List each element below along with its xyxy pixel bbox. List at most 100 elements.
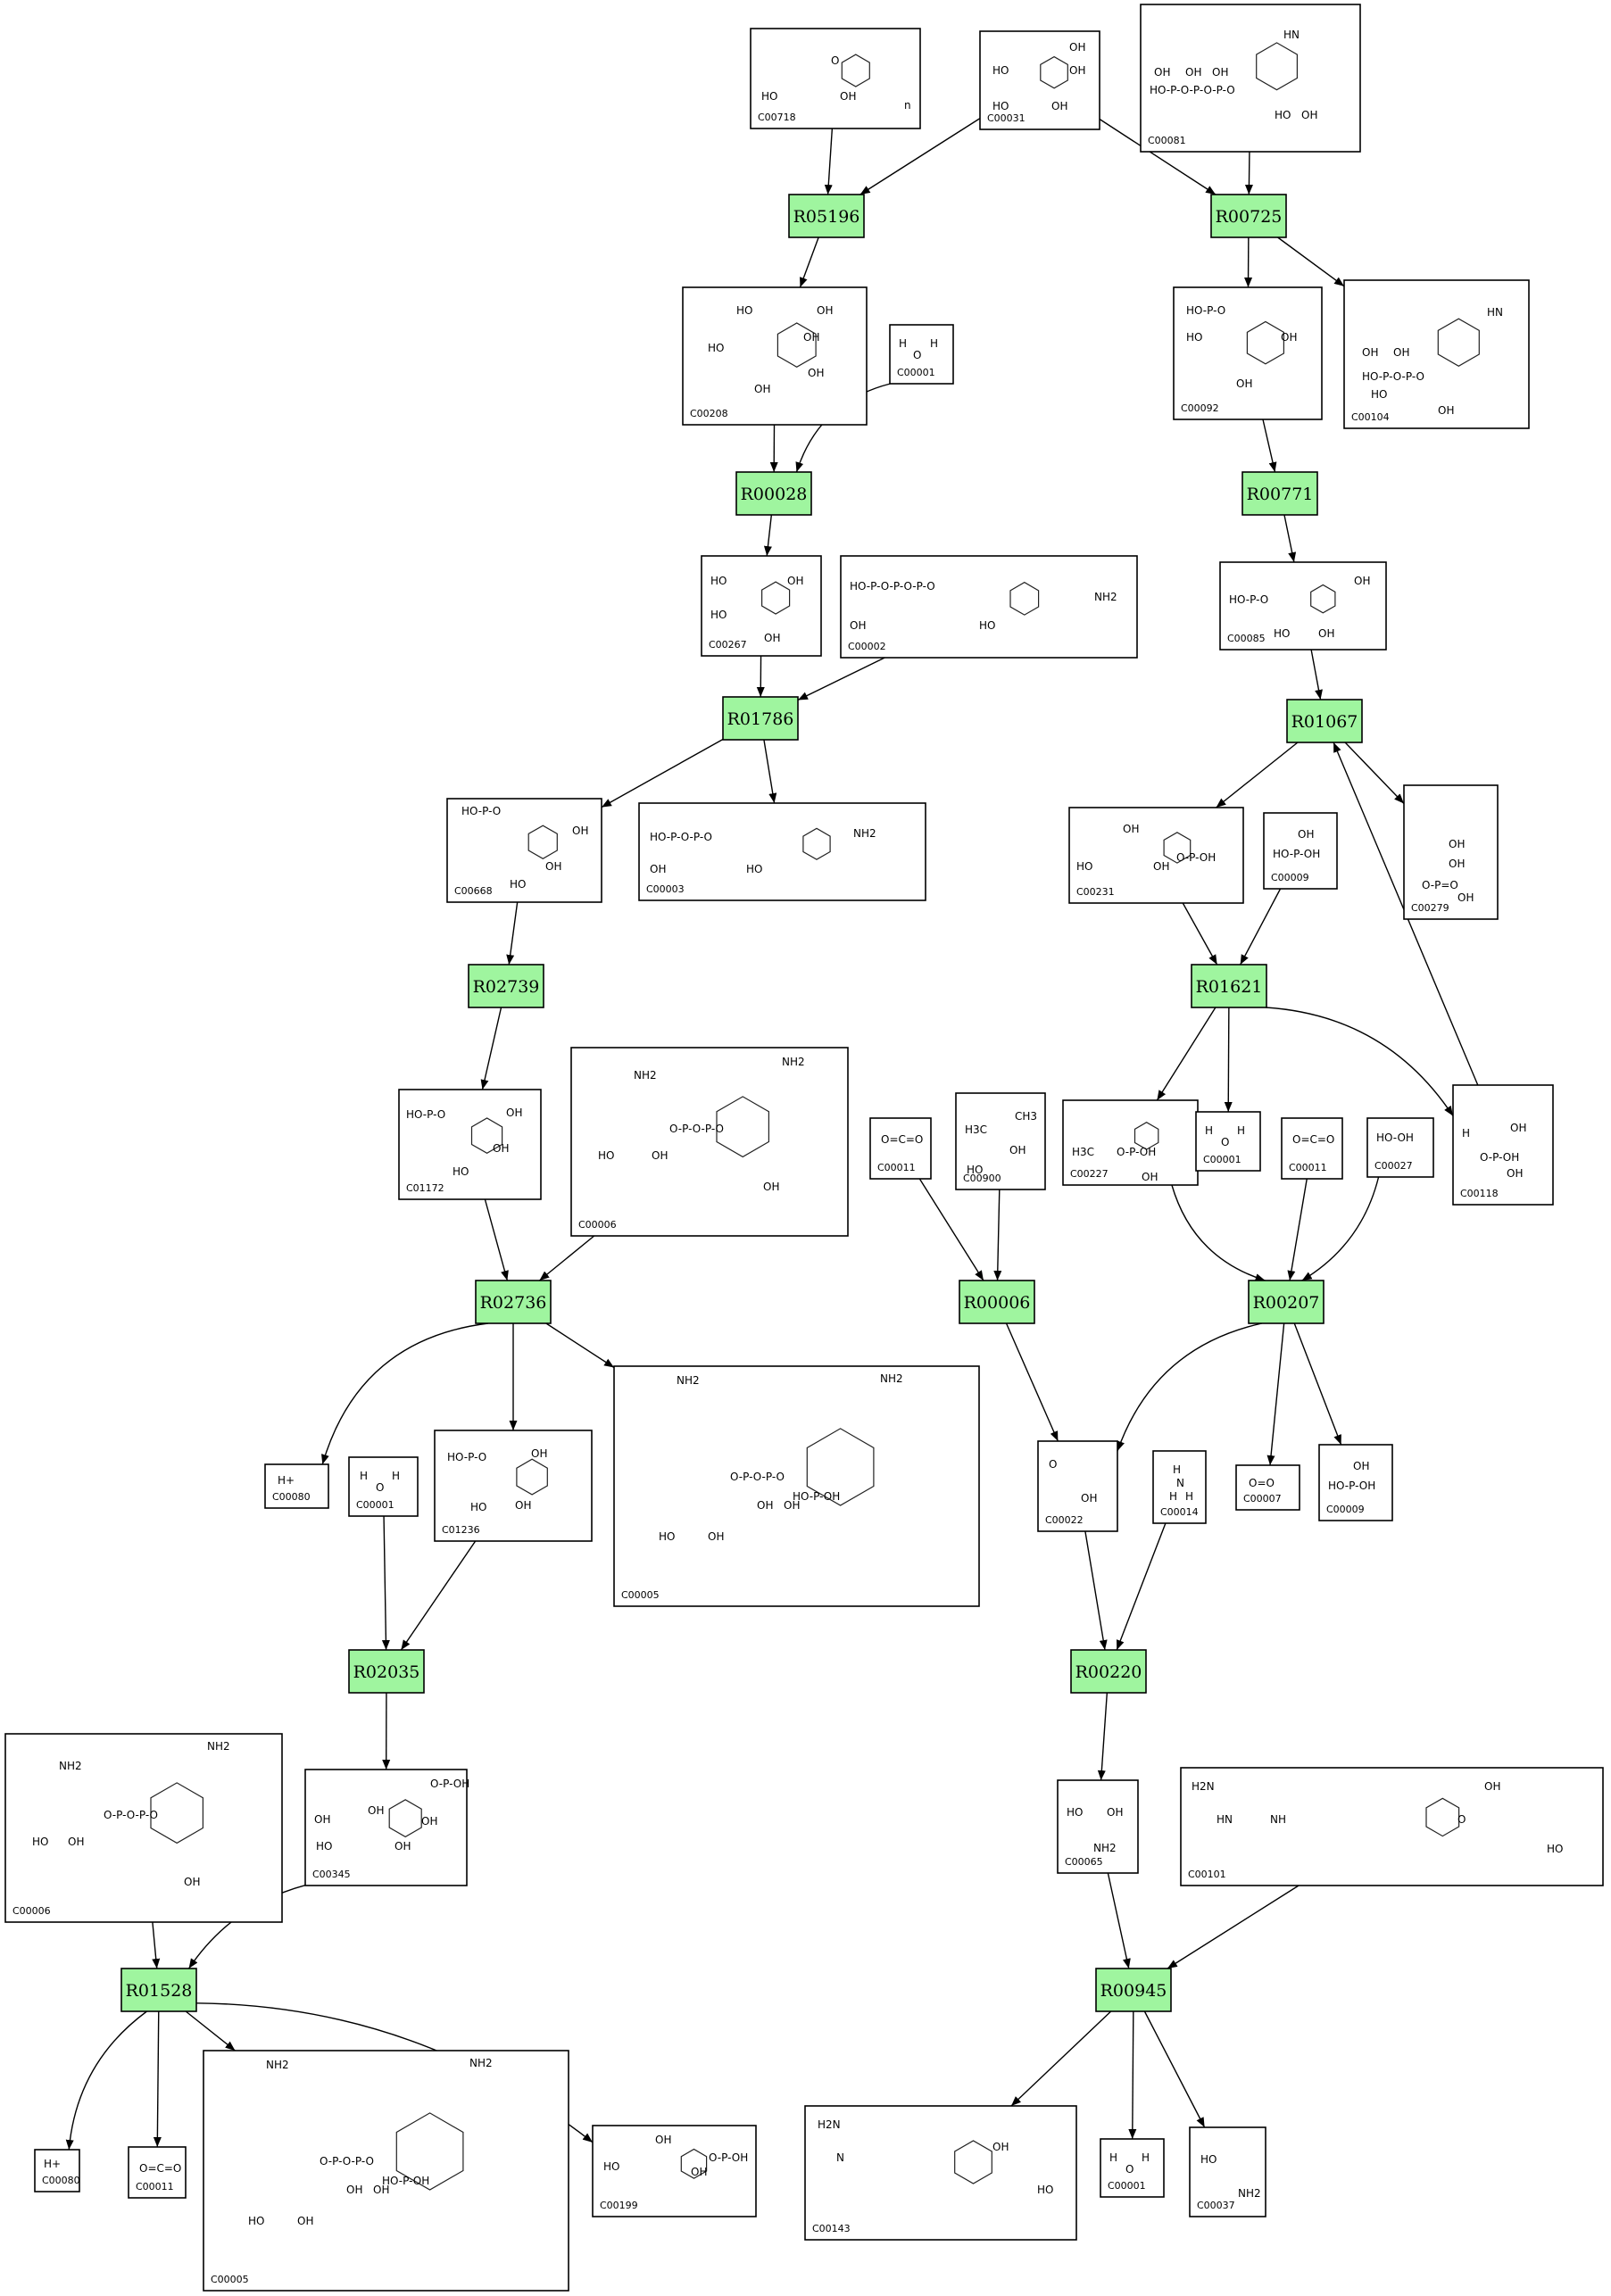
compound-id: C00118 [1460, 1188, 1499, 1199]
reaction-r00028[interactable]: R00028 [735, 471, 812, 516]
reaction-r00220[interactable]: R00220 [1070, 1649, 1147, 1694]
structure-sketch [516, 1458, 548, 1496]
atom-label: O [1221, 1136, 1229, 1148]
edge-R01786-c00668 [601, 738, 724, 808]
reaction-r05196[interactable]: R05196 [788, 194, 865, 238]
reaction-r01528[interactable]: R01528 [120, 1968, 197, 2012]
edge-c00027-R00207 [1301, 1176, 1380, 1281]
compound-box [1219, 561, 1387, 651]
compound-box [446, 798, 602, 903]
edge-R00207-c00022 [1117, 1322, 1263, 1452]
atom-label: OH [493, 1142, 509, 1155]
atom-label: HO [453, 1165, 469, 1178]
atom-label: OH [763, 1181, 779, 1193]
reaction-r00945[interactable]: R00945 [1095, 1968, 1172, 2012]
edge-c00101-R00945 [1167, 1885, 1300, 1969]
reaction-box [1191, 964, 1267, 1008]
edge-R00207-c00009b [1293, 1322, 1342, 1446]
reaction-r01786[interactable]: R01786 [722, 696, 799, 741]
atom-label: OH [531, 1447, 547, 1460]
atom-label: OH [368, 1804, 384, 1817]
atom-label: H2N [818, 2118, 841, 2131]
compound-box [304, 1769, 468, 1886]
reaction-r02739[interactable]: R02739 [468, 964, 544, 1008]
atom-label: H [360, 1470, 368, 1482]
reaction-edges [65, 118, 1479, 2151]
atom-label: OH [1510, 1122, 1526, 1134]
atom-label: OH [708, 1530, 724, 1543]
atom-label: O [1457, 1813, 1466, 1826]
reaction-r02035[interactable]: R02035 [348, 1649, 425, 1694]
edge-c00006a-R02736 [538, 1235, 595, 1281]
compound-c00080[interactable]: H+C00080 [34, 2149, 80, 2192]
atom-label: OH [650, 863, 666, 875]
reaction-box [735, 471, 812, 516]
compound-box [1100, 2138, 1165, 2198]
reaction-r00207[interactable]: R00207 [1248, 1280, 1325, 1324]
reaction-r01621[interactable]: R01621 [1191, 964, 1267, 1008]
atom-label: OH [68, 1836, 84, 1848]
reaction-r00771[interactable]: R00771 [1241, 471, 1318, 516]
atom-label: OH [1393, 346, 1409, 359]
atom-label: HO-P-O [461, 805, 501, 817]
atom-label: OH [787, 575, 803, 587]
atom-label: HO [736, 304, 752, 317]
edge-c00001c-R02035 [381, 1515, 390, 1651]
reaction-r02736[interactable]: R02736 [475, 1280, 552, 1324]
atom-label: OH [314, 1813, 330, 1826]
reaction-box [1070, 1649, 1147, 1694]
compound-box [840, 555, 1138, 659]
compound-c00080[interactable]: H+C00080 [264, 1463, 329, 1509]
atom-label: HO [979, 619, 995, 632]
reaction-r00725[interactable]: R00725 [1210, 194, 1287, 238]
compound-id: C00005 [211, 2274, 249, 2285]
compound-box [1235, 1464, 1300, 1511]
reaction-r01067[interactable]: R01067 [1286, 699, 1363, 743]
compound-box [264, 1463, 329, 1509]
reaction-r00006[interactable]: R00006 [959, 1280, 1035, 1324]
atom-label: O-P-OH [709, 2151, 748, 2164]
compound-box [1140, 4, 1361, 153]
